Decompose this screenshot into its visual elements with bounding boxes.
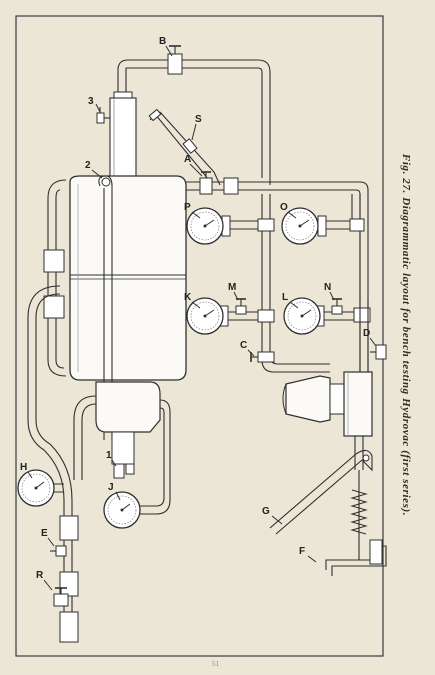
figure-caption: Fig. 27. Diagrammatic layout for bench t… [400,153,412,517]
valve-a [199,171,213,195]
label-n: N [324,282,331,293]
vacuum-gauge-l [283,297,321,335]
valve-r [53,587,69,607]
valve-b [167,45,183,75]
valve-c [250,351,275,363]
vertical-cylinder [109,91,137,179]
main-tank [69,175,187,381]
label-k: K [184,292,192,303]
label-g: G [262,506,270,517]
label-s: S [195,114,202,125]
label-3: 3 [88,96,94,107]
lever-g [269,449,373,535]
vacuum-gauge-k [186,297,224,335]
label-1: 1 [106,450,112,461]
vacuum-gauge-h [17,469,55,507]
master-cylinder [343,300,373,437]
valve-d [370,344,387,360]
label-r: R [36,570,44,581]
label-a: A [184,154,191,165]
page-number: 51 [212,660,219,668]
label-leaders [27,45,377,591]
label-h: H [20,462,27,473]
label-2: 2 [85,160,91,171]
label-j: J [108,482,114,493]
label-p: P [184,202,191,213]
label-e: E [41,528,48,539]
valve-e [50,545,67,557]
valve-n [331,298,343,315]
booster-unit [95,381,161,479]
branch-p-o [221,194,365,237]
figure-frame [15,15,384,657]
top-pipe-loop [117,59,271,185]
pressure-gauge-p [186,207,224,245]
label-f: F [299,546,305,557]
label-l: L [282,292,288,303]
left-tank-coupling [43,179,67,377]
valve-m [235,298,247,315]
spring-rod [350,436,368,560]
pedal-f [325,539,387,576]
label-c: C [240,340,247,351]
vacuum-gauge-j [103,491,141,529]
filler-tube-s [148,108,221,186]
label-m: M [228,282,236,293]
label-b: B [159,36,166,47]
pressure-gauge-o [281,207,319,245]
fluid-reservoir [282,375,345,423]
label-o: O [280,202,288,213]
vacuum-supply-pipe [27,285,97,643]
label-d: D [363,328,370,339]
main-horizontal-pipe [136,177,369,300]
pipe-to-gauge-j [140,399,171,515]
